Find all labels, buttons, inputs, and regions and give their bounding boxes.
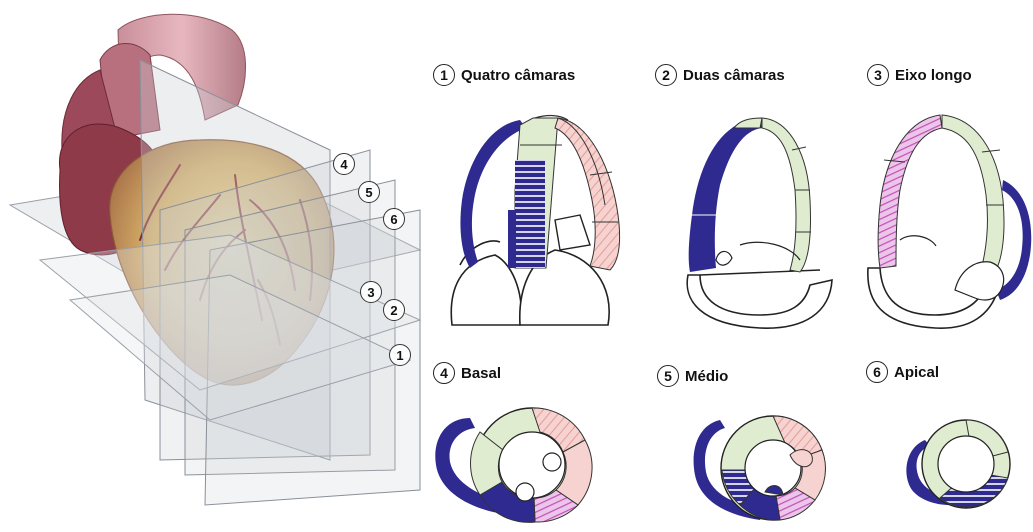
view-title: Basal xyxy=(461,365,501,382)
view-title: Eixo longo xyxy=(895,67,972,84)
mid-view xyxy=(694,416,826,520)
view-title: Duas câmaras xyxy=(683,67,785,84)
plane-marker-1: 1 xyxy=(389,344,411,366)
view-title: Médio xyxy=(685,368,728,385)
view-label-long-axis: 3 Eixo longo xyxy=(867,64,972,86)
view-number-badge: 3 xyxy=(867,64,889,86)
view-title: Quatro câmaras xyxy=(461,67,575,84)
view-label-mid: 5 Médio xyxy=(657,365,728,387)
four-chamber-view xyxy=(451,116,619,325)
heart-illustration xyxy=(10,14,420,505)
plane-marker-6: 6 xyxy=(383,208,405,230)
plane-marker-5: 5 xyxy=(358,181,380,203)
basal-view xyxy=(435,408,592,522)
two-chamber-view xyxy=(687,118,832,328)
long-axis-view xyxy=(868,115,1031,328)
view-title: Apical xyxy=(894,364,939,381)
plane-marker-4: 4 xyxy=(333,153,355,175)
view-number-badge: 4 xyxy=(433,362,455,384)
view-number-badge: 1 xyxy=(433,64,455,86)
view-number-badge: 2 xyxy=(655,64,677,86)
view-label-apical: 6 Apical xyxy=(866,361,939,383)
view-label-two-chamber: 2 Duas câmaras xyxy=(655,64,785,86)
apical-view xyxy=(906,420,1010,508)
view-label-basal: 4 Basal xyxy=(433,362,501,384)
view-number-badge: 5 xyxy=(657,365,679,387)
plane-marker-2: 2 xyxy=(383,299,405,321)
view-number-badge: 6 xyxy=(866,361,888,383)
plane-marker-3: 3 xyxy=(360,281,382,303)
view-label-four-chamber: 1 Quatro câmaras xyxy=(433,64,575,86)
